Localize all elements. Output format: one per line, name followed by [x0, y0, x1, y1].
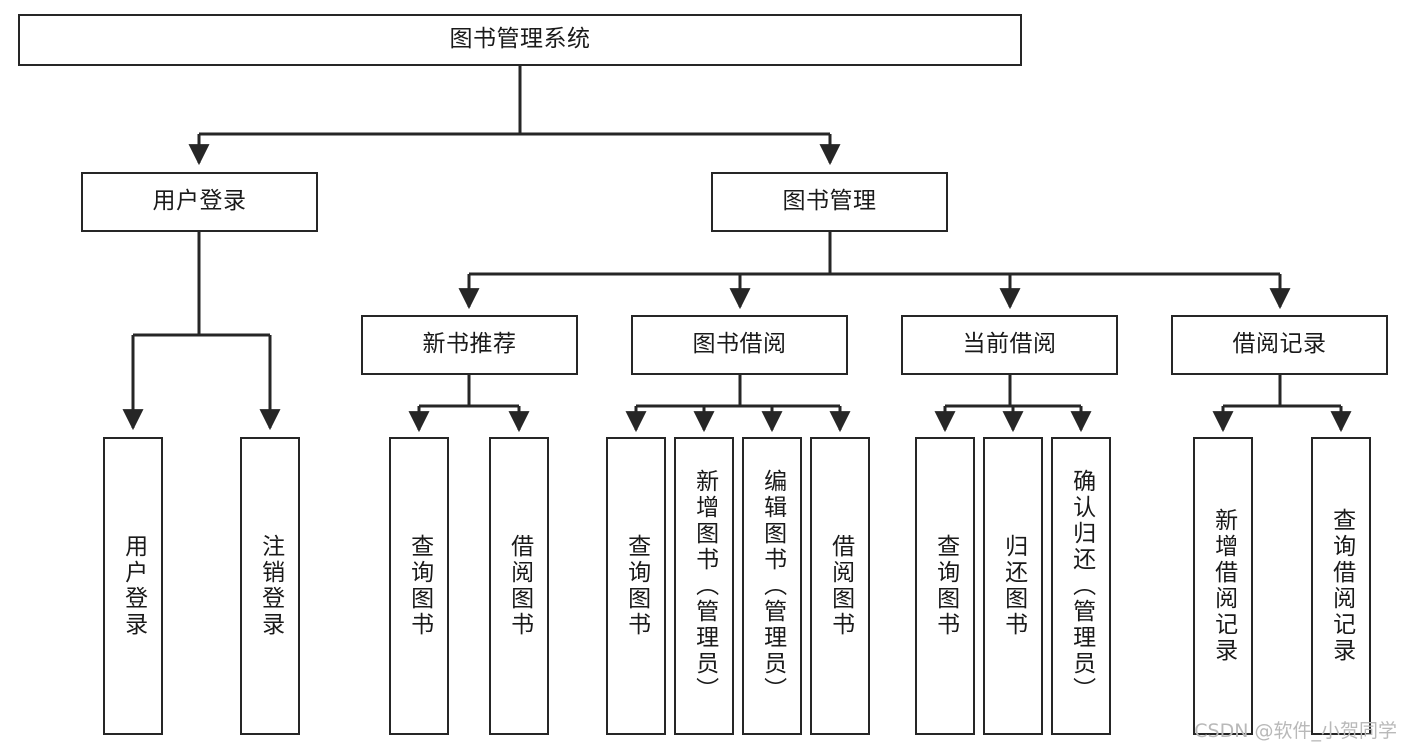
node-label: 当前借阅: [962, 331, 1057, 358]
leaf-user-login[interactable]: 用户登录: [103, 437, 163, 735]
node-label: 用户登录: [152, 188, 247, 215]
node-label: 新增图书（管理员）: [691, 469, 718, 703]
leaf-current-confirm-return[interactable]: 确认归还（管理员）: [1051, 437, 1111, 735]
node-label: 查询借阅记录: [1328, 508, 1355, 664]
node-label: 注销登录: [257, 534, 284, 638]
leaf-record-query[interactable]: 查询借阅记录: [1311, 437, 1371, 735]
leaf-new-book-borrow[interactable]: 借阅图书: [489, 437, 549, 735]
node-label: 新书推荐: [422, 331, 517, 358]
leaf-borrow-query-book[interactable]: 查询图书: [606, 437, 666, 735]
node-label: 图书管理系统: [449, 26, 591, 53]
leaf-current-return-book[interactable]: 归还图书: [983, 437, 1043, 735]
node-borrow-record[interactable]: 借阅记录: [1171, 315, 1388, 375]
node-label: 查询图书: [932, 534, 959, 638]
leaf-borrow-edit-book[interactable]: 编辑图书（管理员）: [742, 437, 802, 735]
watermark-text: CSDN @软件_小贺同学: [1194, 720, 1397, 742]
leaf-record-add[interactable]: 新增借阅记录: [1193, 437, 1253, 735]
node-book-borrow[interactable]: 图书借阅: [631, 315, 848, 375]
node-book-management[interactable]: 图书管理: [711, 172, 948, 232]
node-current-borrow[interactable]: 当前借阅: [901, 315, 1118, 375]
leaf-new-book-query[interactable]: 查询图书: [389, 437, 449, 735]
node-user-login[interactable]: 用户登录: [81, 172, 318, 232]
node-label: 图书管理: [782, 188, 877, 215]
leaf-current-query-book[interactable]: 查询图书: [915, 437, 975, 735]
node-label: 借阅记录: [1232, 331, 1327, 358]
node-label: 查询图书: [406, 534, 433, 638]
node-new-book-recommend[interactable]: 新书推荐: [361, 315, 578, 375]
leaf-user-logout[interactable]: 注销登录: [240, 437, 300, 735]
node-root-system[interactable]: 图书管理系统: [18, 14, 1022, 66]
node-label: 确认归还（管理员）: [1068, 469, 1095, 703]
node-label: 编辑图书（管理员）: [759, 469, 786, 703]
node-label: 图书借阅: [692, 331, 787, 358]
node-label: 归还图书: [1000, 534, 1027, 638]
node-label: 查询图书: [623, 534, 650, 638]
node-label: 借阅图书: [827, 534, 854, 638]
node-label: 借阅图书: [506, 534, 533, 638]
node-label: 新增借阅记录: [1210, 508, 1237, 664]
leaf-borrow-borrow-book[interactable]: 借阅图书: [810, 437, 870, 735]
node-label: 用户登录: [120, 534, 147, 638]
leaf-borrow-add-book[interactable]: 新增图书（管理员）: [674, 437, 734, 735]
